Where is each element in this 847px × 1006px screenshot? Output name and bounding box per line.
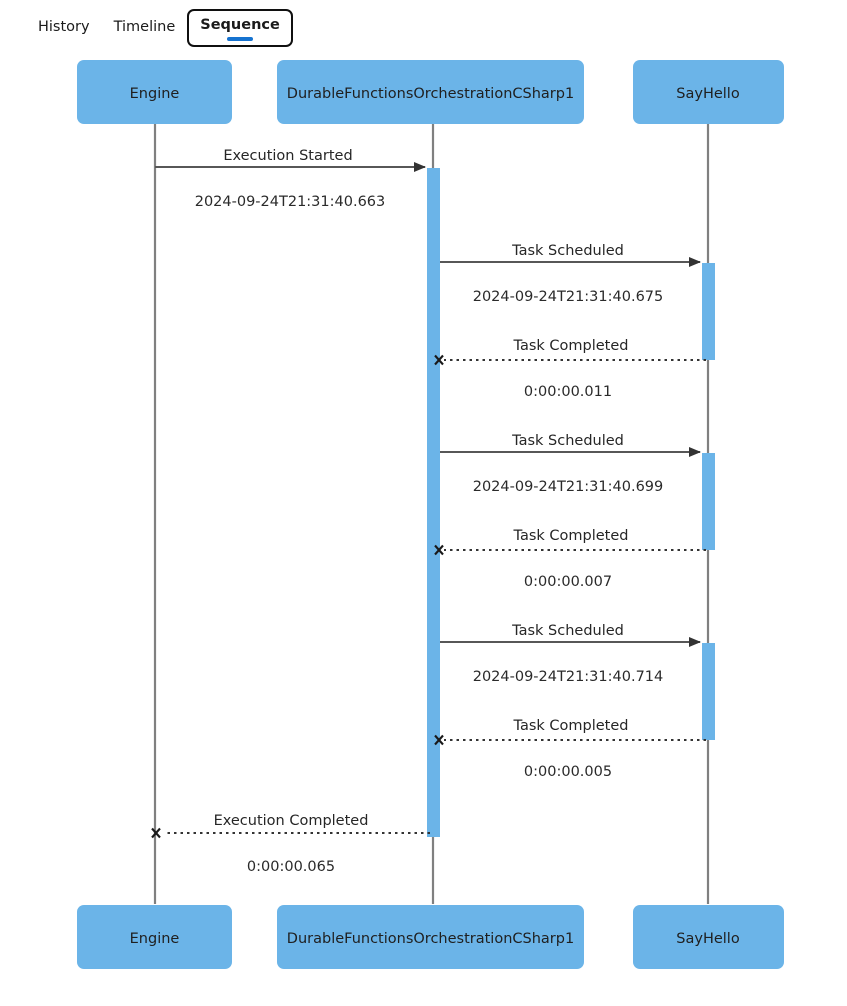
message-task-completed-1[interactable]: Task Completed 0:00:00.011 xyxy=(434,338,706,400)
actor-label: Engine xyxy=(130,931,180,947)
tab-sequence[interactable]: Sequence xyxy=(187,9,293,47)
message-meta: 0:00:00.011 xyxy=(524,384,612,400)
message-task-scheduled-2[interactable]: Task Scheduled 2024-09-24T21:31:40.699 xyxy=(440,433,701,495)
message-meta: 2024-09-24T21:31:40.714 xyxy=(473,669,664,685)
message-meta: 0:00:00.005 xyxy=(524,764,612,780)
message-meta: 2024-09-24T21:31:40.663 xyxy=(195,194,386,210)
actor-box-engine-bottom[interactable]: Engine xyxy=(77,905,232,969)
tab-bar: History Timeline Sequence xyxy=(0,0,847,56)
message-execution-started[interactable]: Execution Started 2024-09-24T21:31:40.66… xyxy=(155,148,426,210)
actor-box-engine-top[interactable]: Engine xyxy=(77,60,232,124)
activation-sayhello-2 xyxy=(702,453,715,550)
cross-marker-icon xyxy=(434,544,444,556)
message-label: Execution Started xyxy=(223,148,352,164)
message-meta: 0:00:00.065 xyxy=(247,859,335,875)
activation-sayhello-1 xyxy=(702,263,715,360)
activation-bars xyxy=(427,168,715,837)
actor-label: SayHello xyxy=(676,931,740,947)
message-label: Task Completed xyxy=(513,528,629,544)
actor-box-sayhello-bottom[interactable]: SayHello xyxy=(633,905,784,969)
message-execution-completed[interactable]: Execution Completed 0:00:00.065 xyxy=(151,813,430,875)
actor-label: DurableFunctionsOrchestrationCSharp1 xyxy=(287,931,574,947)
cross-marker-icon xyxy=(434,734,444,746)
message-meta: 2024-09-24T21:31:40.699 xyxy=(473,479,664,495)
tab-history[interactable]: History xyxy=(26,11,102,45)
actor-box-orchestrator-bottom[interactable]: DurableFunctionsOrchestrationCSharp1 xyxy=(277,905,584,969)
message-meta: 2024-09-24T21:31:40.675 xyxy=(473,289,664,305)
tab-timeline-label: Timeline xyxy=(113,19,176,36)
message-label: Task Scheduled xyxy=(511,243,624,259)
tab-timeline[interactable]: Timeline xyxy=(102,11,188,45)
message-task-scheduled-3[interactable]: Task Scheduled 2024-09-24T21:31:40.714 xyxy=(440,623,701,685)
message-task-completed-2[interactable]: Task Completed 0:00:00.007 xyxy=(434,528,706,590)
message-label: Task Scheduled xyxy=(511,623,624,639)
actor-box-sayhello-top[interactable]: SayHello xyxy=(633,60,784,124)
message-task-scheduled-1[interactable]: Task Scheduled 2024-09-24T21:31:40.675 xyxy=(440,243,701,305)
message-meta: 0:00:00.007 xyxy=(524,574,612,590)
message-task-completed-3[interactable]: Task Completed 0:00:00.005 xyxy=(434,718,706,780)
actor-box-orchestrator-top[interactable]: DurableFunctionsOrchestrationCSharp1 xyxy=(277,60,584,124)
actor-label: Engine xyxy=(130,86,180,102)
tab-history-label: History xyxy=(38,19,90,36)
tab-sequence-label: Sequence xyxy=(200,17,280,34)
activation-sayhello-3 xyxy=(702,643,715,740)
activation-orchestrator xyxy=(427,168,440,837)
tab-active-underline xyxy=(227,37,254,41)
message-label: Task Scheduled xyxy=(511,433,624,449)
message-label: Task Completed xyxy=(513,338,629,354)
cross-marker-icon xyxy=(434,354,444,366)
actor-label: DurableFunctionsOrchestrationCSharp1 xyxy=(287,86,574,102)
message-label: Execution Completed xyxy=(214,813,369,829)
message-label: Task Completed xyxy=(513,718,629,734)
actor-label: SayHello xyxy=(676,86,740,102)
cross-marker-icon xyxy=(151,827,161,839)
